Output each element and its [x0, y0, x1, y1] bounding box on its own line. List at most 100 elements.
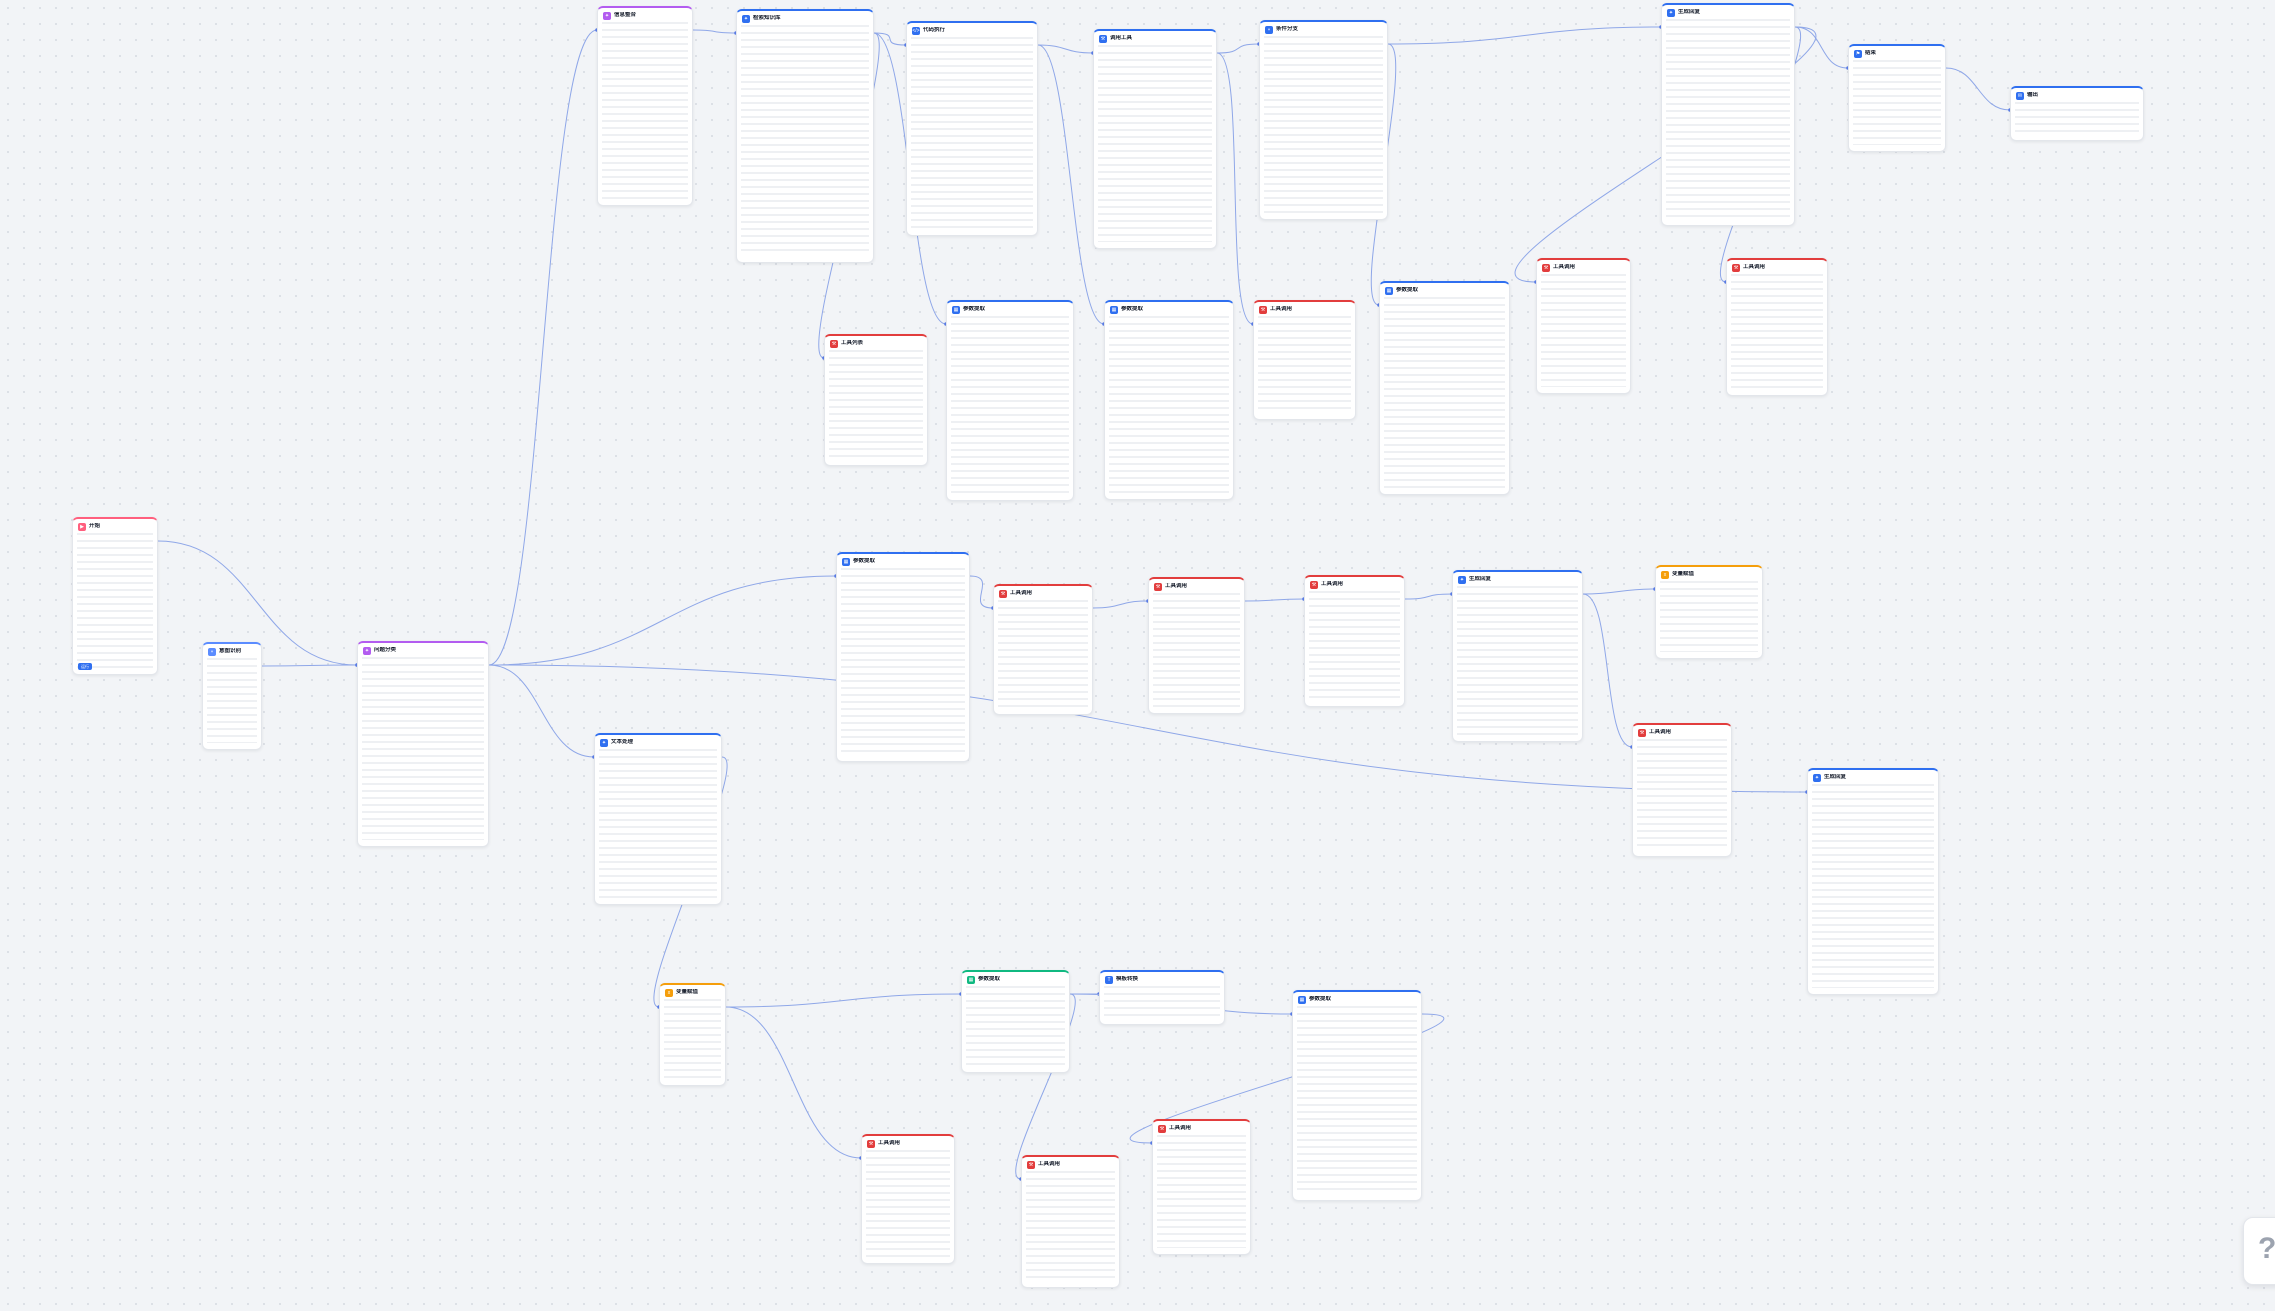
workflow-node-tool[interactable]: ⚒工具调用	[1536, 258, 1631, 394]
tool-icon: ⚒	[1099, 35, 1107, 43]
node-title: 参数提取	[1396, 287, 1419, 294]
node-body	[1637, 739, 1727, 850]
workflow-node-param[interactable]: ▦参数提取	[1379, 281, 1510, 495]
table-icon: ▦	[1110, 306, 1118, 314]
workflow-node-tool[interactable]: ⚒工具调用	[1304, 575, 1405, 707]
workflow-node-llm[interactable]: ✦生成回复	[1661, 3, 1795, 226]
workflow-node-tool[interactable]: ⚒工具调用	[1021, 1155, 1120, 1288]
node-title: 工具列表	[841, 340, 864, 347]
node-header: ▦参数提取	[962, 972, 1069, 987]
node-body	[911, 37, 1033, 229]
workflow-node-llm[interactable]: ⑂条件分支	[1259, 20, 1388, 220]
workflow-node-param[interactable]: ▦参数提取	[1104, 300, 1234, 500]
edge-n3-n27	[488, 664, 595, 758]
node-title: 开始	[89, 523, 101, 530]
node-title: 参数提取	[853, 558, 876, 565]
workflow-node-tool[interactable]: ⚒工具调用	[1152, 1119, 1251, 1255]
node-title: 变量赋值	[1672, 571, 1695, 578]
tool-icon: ⚒	[999, 590, 1007, 598]
node-body	[829, 350, 923, 459]
edge-n10-n11	[1945, 67, 2011, 111]
edge-n23-n24	[1582, 588, 1656, 595]
node-body	[866, 1150, 950, 1257]
node-body	[1157, 1135, 1246, 1248]
variable-icon: x	[665, 989, 673, 997]
node-header: ✦检索知识库	[737, 11, 873, 26]
edge-n23-n25	[1582, 593, 1633, 748]
variable-icon: x	[1661, 571, 1669, 579]
workflow-node-llm[interactable]: ✦问题分类	[357, 641, 489, 847]
node-body	[1853, 60, 1941, 145]
sparkle-icon: ✦	[1458, 576, 1466, 584]
node-body	[1666, 19, 1790, 219]
workflow-node-param[interactable]: ▦参数提取	[836, 552, 970, 762]
node-title: 参数提取	[963, 306, 986, 313]
node-header: ✦文本处理	[595, 735, 721, 750]
node-header: ▦参数提取	[1380, 283, 1509, 298]
table-icon: ▦	[842, 558, 850, 566]
workflow-node-tool[interactable]: ⚒工具调用	[1148, 577, 1245, 714]
workflow-node-tool[interactable]: ⚒工具列表	[824, 334, 928, 466]
workflow-node-tool[interactable]: ⚒工具调用	[993, 584, 1093, 715]
tool-icon: ⚒	[1154, 583, 1162, 591]
edge-n28-n29	[725, 993, 962, 1008]
workflow-node-tool[interactable]: ⚒工具调用	[1253, 300, 1356, 420]
tool-icon: ⚒	[1542, 264, 1550, 272]
node-body	[599, 749, 717, 898]
help-button[interactable]: ?	[2243, 1217, 2275, 1285]
node-title: 模板转换	[1116, 976, 1139, 983]
node-body	[207, 658, 257, 743]
tool-icon: ⚒	[1027, 1161, 1035, 1169]
workflow-node-tool[interactable]: ⚒调用工具	[1093, 29, 1217, 249]
workflow-node-param[interactable]: ▦参数提取	[946, 300, 1074, 501]
workflow-node-llm[interactable]: ✦检索知识库	[736, 9, 874, 263]
workflow-node-llm[interactable]: ✦信息整合	[597, 6, 693, 206]
edge-n28-n32	[725, 1006, 862, 1159]
node-title: 变量赋值	[676, 989, 699, 996]
workflow-node-tool[interactable]: ⚒工具调用	[1632, 723, 1732, 857]
table-icon: ▦	[1385, 287, 1393, 295]
workflow-node-llm[interactable]: ✦文本处理	[594, 733, 722, 905]
node-header: ⚒工具调用	[1727, 260, 1827, 275]
edge-n2-n3	[261, 664, 358, 667]
workflow-node-llm[interactable]: ✦生成回复	[1452, 570, 1583, 742]
node-header: ⚒工具调用	[1633, 725, 1731, 740]
node-body	[998, 600, 1088, 708]
node-title: 意图识别	[219, 648, 242, 655]
edge-n6-n14	[1037, 44, 1105, 325]
node-body	[1660, 581, 1758, 652]
workflow-node-end[interactable]: ⚑结束	[1848, 44, 1946, 152]
node-body	[1153, 593, 1240, 707]
workflow-node-param[interactable]: ▦参数提取	[961, 970, 1070, 1073]
workflow-node-code[interactable]: </>代码执行	[906, 21, 1038, 236]
workflow-node-tool[interactable]: ⚒工具调用	[861, 1134, 955, 1264]
edge-n22-n23	[1404, 593, 1453, 600]
branch-icon: ⑂	[1265, 26, 1273, 34]
workflow-node-tool[interactable]: ⚒工具调用	[1726, 258, 1828, 396]
workflow-node-llm[interactable]: ✦生成回复	[1807, 768, 1939, 995]
workflow-node-classifier[interactable]: ⑂意图识别	[202, 642, 262, 750]
run-button[interactable]: 运行	[78, 662, 92, 670]
sparkle-icon: ✦	[363, 647, 371, 655]
node-body	[951, 316, 1069, 494]
node-header: ⚒工具调用	[1022, 1157, 1119, 1172]
workflow-node-param[interactable]: ▦参数提取	[1292, 990, 1422, 1201]
node-body	[1098, 45, 1212, 242]
tool-icon: ⚒	[830, 340, 838, 348]
node-header: ⑂条件分支	[1260, 22, 1387, 37]
node-header: ✦生成回复	[1453, 572, 1582, 587]
node-header: ✦问题分类	[358, 643, 488, 658]
workflow-node-answer[interactable]: ✉输出	[2010, 86, 2144, 141]
node-body	[1258, 316, 1351, 413]
node-header: ⚒工具调用	[1254, 302, 1355, 317]
node-body	[1109, 316, 1229, 493]
node-header: ⚒调用工具	[1094, 31, 1216, 46]
workflow-node-start[interactable]: ▶开始运行	[72, 517, 158, 675]
help-icon: ?	[2258, 1232, 2275, 1265]
node-title: 参数提取	[1121, 306, 1144, 313]
